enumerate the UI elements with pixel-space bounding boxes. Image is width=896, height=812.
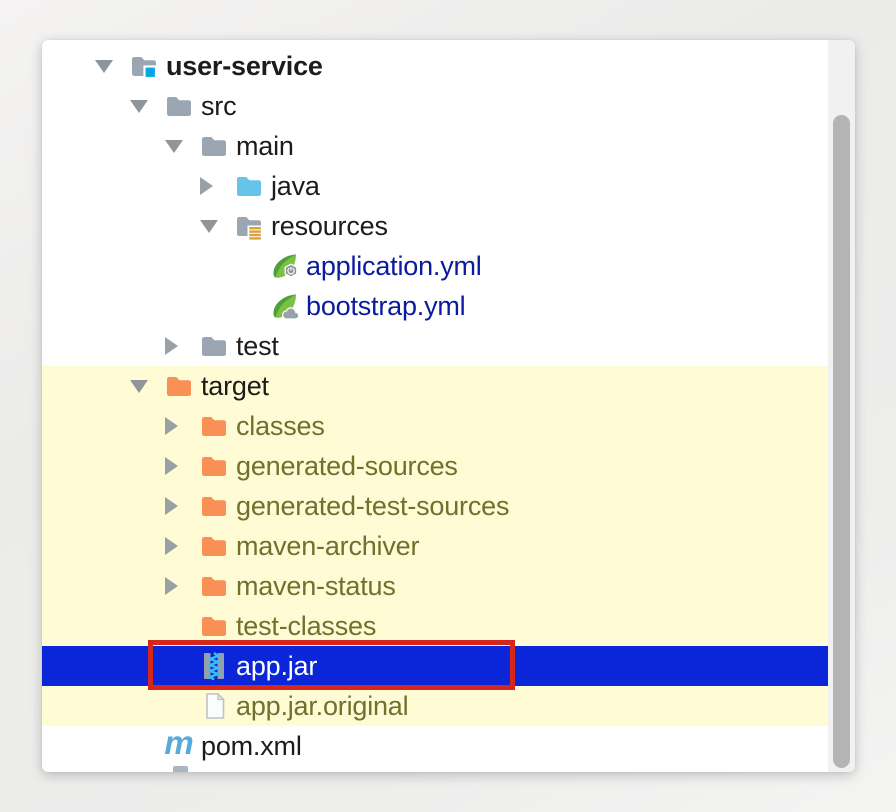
chevron-right-icon[interactable] xyxy=(165,417,200,435)
tree-item-label: generated-sources xyxy=(236,450,458,481)
sources-root-folder-icon xyxy=(235,172,263,200)
tree-item-classes[interactable]: classes xyxy=(42,406,828,446)
chevron-right-icon[interactable] xyxy=(165,537,200,555)
chevron-down-icon[interactable] xyxy=(200,220,235,233)
chevron-down-icon[interactable] xyxy=(165,140,200,153)
jar-archive-icon xyxy=(200,652,228,681)
tree-item-generated-sources[interactable]: generated-sources xyxy=(42,446,828,486)
tree-item-label: resources xyxy=(271,210,388,241)
tree-item-label: app.jar.original xyxy=(236,690,409,721)
folder-icon xyxy=(200,132,228,160)
maven-icon xyxy=(165,732,193,760)
tree-item-generated-test-sources[interactable]: generated-test-sources xyxy=(42,486,828,526)
tree-item-label: user-service xyxy=(166,50,323,81)
resources-root-folder-icon xyxy=(235,212,263,240)
tree-item-test[interactable]: test xyxy=(42,326,828,366)
tree-item-label: maven-status xyxy=(236,570,396,601)
tree-item-user-service[interactable]: user-service xyxy=(42,46,828,86)
tree-item-label: bootstrap.yml xyxy=(306,290,466,321)
tree-item-label: main xyxy=(236,130,294,161)
tree-item-maven-archiver[interactable]: maven-archiver xyxy=(42,526,828,566)
project-root-folder-icon xyxy=(130,52,158,80)
file-icon xyxy=(200,692,228,720)
excluded-folder-icon xyxy=(200,572,228,600)
tree-item-label: java xyxy=(271,170,320,201)
chevron-right-icon[interactable] xyxy=(165,577,200,595)
project-tree-panel: user-service src main java xyxy=(42,40,855,772)
excluded-folder-icon xyxy=(200,532,228,560)
scrollbar-track[interactable] xyxy=(828,40,855,772)
chevron-down-icon[interactable] xyxy=(130,100,165,113)
clipped-next-item-icon xyxy=(173,766,188,772)
spring-cloud-config-file-icon xyxy=(270,292,300,320)
tree-item-src[interactable]: src xyxy=(42,86,828,126)
tree-item-label: test xyxy=(236,330,279,361)
folder-icon xyxy=(165,92,193,120)
tree-item-java[interactable]: java xyxy=(42,166,828,206)
excluded-folder-icon xyxy=(200,612,228,640)
tree-item-app-jar-original[interactable]: app.jar.original xyxy=(42,686,828,726)
tree-item-label: target xyxy=(201,370,269,401)
tree-item-application-yml[interactable]: application.yml xyxy=(42,246,828,286)
tree-item-label: application.yml xyxy=(306,250,482,281)
excluded-folder-icon xyxy=(165,372,193,400)
chevron-right-icon[interactable] xyxy=(200,177,235,195)
chevron-right-icon[interactable] xyxy=(165,457,200,475)
tree-item-bootstrap-yml[interactable]: bootstrap.yml xyxy=(42,286,828,326)
tree-item-label: generated-test-sources xyxy=(236,490,510,521)
tree-item-label: app.jar xyxy=(236,650,318,681)
tree-item-resources[interactable]: resources xyxy=(42,206,828,246)
tree-item-app-jar-selected[interactable]: app.jar xyxy=(42,646,828,686)
excluded-folder-icon xyxy=(200,492,228,520)
tree-item-label: test-classes xyxy=(236,610,377,641)
tree-item-label: classes xyxy=(236,410,325,441)
excluded-folder-icon xyxy=(200,412,228,440)
tree-item-maven-status[interactable]: maven-status xyxy=(42,566,828,606)
folder-icon xyxy=(200,332,228,360)
tree-item-pom-xml[interactable]: pom.xml xyxy=(42,726,828,766)
tree-item-label: maven-archiver xyxy=(236,530,420,561)
tree-item-main[interactable]: main xyxy=(42,126,828,166)
file-tree: user-service src main java xyxy=(42,40,828,772)
tree-item-label: src xyxy=(201,90,237,121)
chevron-down-icon[interactable] xyxy=(95,60,130,73)
tree-item-label: pom.xml xyxy=(201,730,302,761)
chevron-down-icon[interactable] xyxy=(130,380,165,393)
tree-item-test-classes[interactable]: test-classes xyxy=(42,606,828,646)
tree-item-target[interactable]: target xyxy=(42,366,828,406)
scrollbar-thumb[interactable] xyxy=(833,115,850,768)
chevron-right-icon[interactable] xyxy=(165,337,200,355)
spring-boot-config-file-icon xyxy=(270,252,298,280)
chevron-right-icon[interactable] xyxy=(165,497,200,515)
excluded-folder-icon xyxy=(200,452,228,480)
